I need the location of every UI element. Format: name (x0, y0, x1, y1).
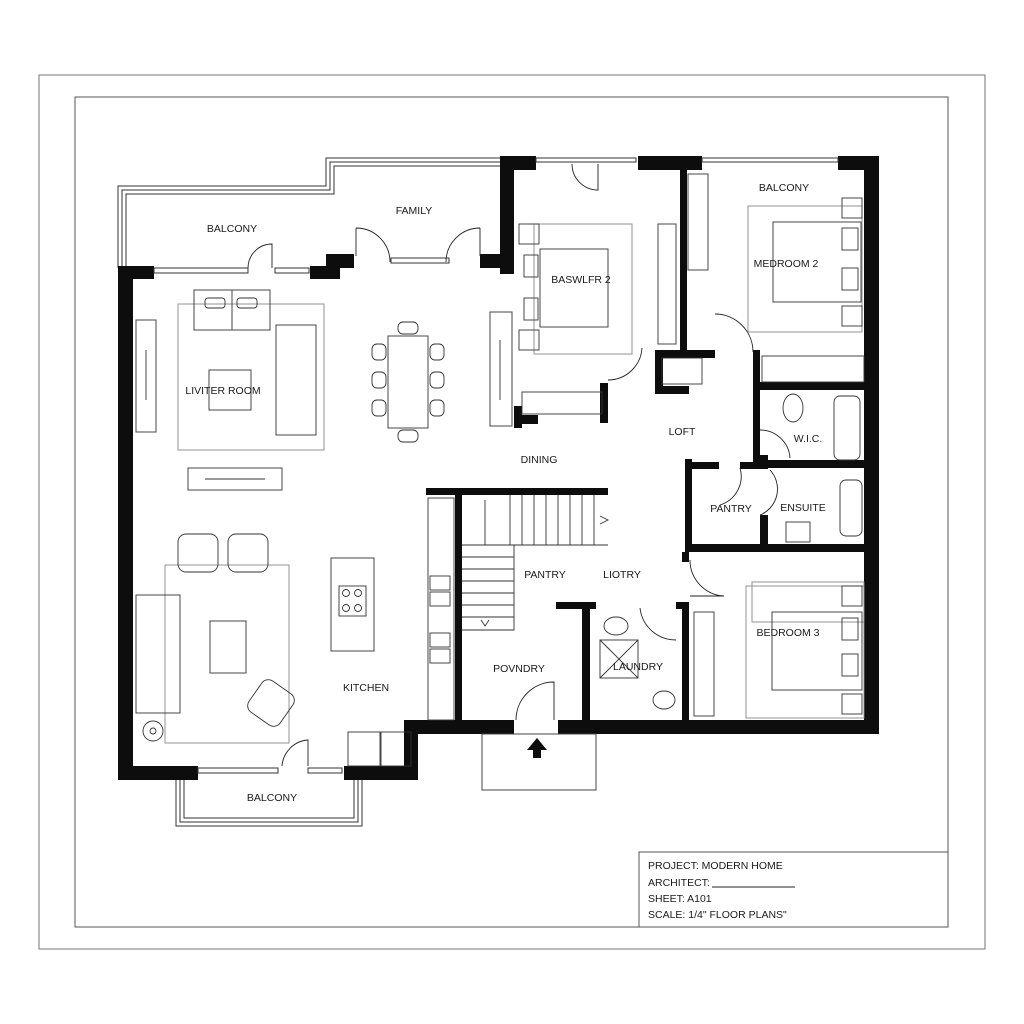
room-label-loft: LOFT (669, 426, 696, 438)
title-scale: SCALE: 1/4" FLOOR PLANS" (648, 909, 787, 921)
room-label-pantry: PANTRY (524, 569, 566, 581)
room-label-bedroom-3: BEDROOM 3 (756, 627, 819, 639)
outer-frame (38, 74, 986, 950)
windows (153, 157, 839, 774)
room-label-liotry: LIOTRY (603, 569, 641, 581)
room-label-balcony-top-right: BALCONY (759, 182, 809, 194)
title-project: PROJECT: MODERN HOME (648, 860, 783, 872)
dining-table (371, 321, 445, 443)
balcony-bottom-outline (175, 780, 363, 827)
room-label-ensuite: ENSUITE (780, 502, 826, 514)
inner-frame (74, 96, 949, 928)
interior-walls (426, 168, 866, 722)
staircase (462, 495, 610, 631)
bathroom-fixtures (599, 393, 863, 710)
room-label-povndry: POVNDRY (493, 663, 545, 675)
room-label-bedroom-upper-left: BASWLFR 2 (551, 274, 611, 286)
lounge-furniture (135, 533, 295, 744)
title-sheet: SHEET: A101 (648, 893, 712, 905)
room-label-dining: DINING (521, 454, 558, 466)
bedroom-furniture (518, 173, 865, 719)
balcony-top-left-outline (117, 157, 505, 268)
living-furniture (135, 289, 513, 491)
room-label-wic: W.I.C. (794, 433, 823, 445)
kitchen-fixtures (330, 497, 455, 767)
room-label-bedroom-2: MEDROOM 2 (754, 258, 819, 270)
entry-porch (481, 733, 597, 791)
room-label-family: FAMILY (396, 205, 433, 217)
room-label-laundry: LAUNDRY (613, 661, 663, 673)
door-swings (247, 163, 791, 767)
room-label-balcony-top-left: BALCONY (207, 223, 257, 235)
room-label-living-room: LIVITER ROOM (185, 385, 260, 397)
title-architect: ARCHITECT: (648, 877, 710, 889)
room-label-balcony-bottom: BALCONY (247, 792, 297, 804)
room-labels: BALCONY FAMILY LIVITER ROOM DINING BASWL… (185, 182, 825, 804)
title-block: PROJECT: MODERN HOME ARCHITECT: SHEET: A… (638, 851, 949, 928)
entry-arrow-icon (527, 738, 547, 758)
room-label-kitchen: KITCHEN (343, 682, 389, 694)
room-label-pantry-upper: PANTRY (710, 503, 752, 515)
